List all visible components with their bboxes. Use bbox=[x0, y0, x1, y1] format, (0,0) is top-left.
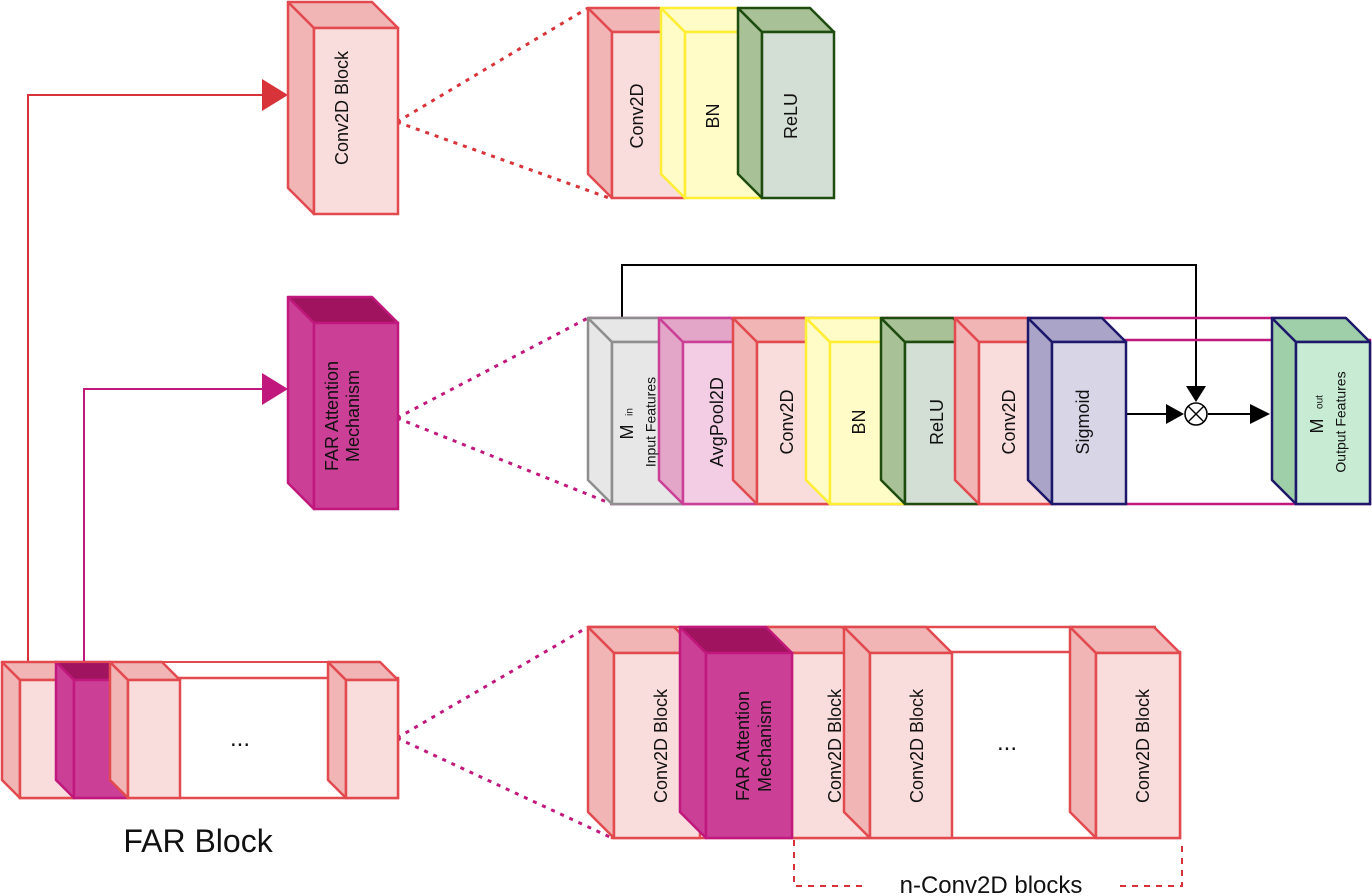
zoom-line-block-bottom bbox=[396, 736, 613, 840]
output-features-layer bbox=[1270, 316, 1372, 506]
zoom-relu-layer bbox=[736, 6, 836, 200]
n-conv-blocks-label: n-Conv2D blocks bbox=[900, 872, 1083, 896]
box-side-face bbox=[586, 316, 614, 506]
far-attention-unit bbox=[286, 295, 400, 511]
box-side-face bbox=[659, 6, 687, 200]
far-link-line bbox=[83, 388, 262, 662]
box-side-face bbox=[1026, 316, 1054, 506]
far-block-zoom bbox=[586, 625, 1183, 887]
zoom-line-conv-bottom bbox=[396, 120, 613, 201]
box-front-face bbox=[312, 26, 400, 216]
zoom-relu-label: ReLU bbox=[781, 93, 801, 139]
conv-link-arrowhead bbox=[262, 79, 288, 111]
box-front-face bbox=[126, 678, 182, 800]
box-side-face bbox=[0, 660, 22, 800]
box-front-face bbox=[760, 30, 836, 200]
skip-connection-arrowhead bbox=[1186, 386, 1206, 402]
box-front-face bbox=[312, 321, 400, 511]
input-m-subscript: in bbox=[625, 408, 636, 416]
box-side-face bbox=[1068, 625, 1098, 840]
far-block-conv-last bbox=[326, 660, 400, 800]
zoom-far-attention-label-line1: FAR Attention bbox=[733, 691, 753, 801]
zoom-line-far-bottom bbox=[396, 416, 613, 506]
n-conv-bracket-right bbox=[1120, 840, 1183, 887]
far-block-title: FAR Block bbox=[123, 823, 273, 859]
box-side-face bbox=[953, 316, 981, 506]
box-side-face bbox=[326, 660, 348, 800]
box-side-face bbox=[678, 625, 708, 840]
box-front-face bbox=[1294, 340, 1372, 506]
zoom-conv2d-label: Conv2D bbox=[627, 83, 647, 148]
output-features-label: Output Features bbox=[1333, 371, 1349, 472]
attn-sigmoid-layer bbox=[1026, 316, 1128, 506]
output-m-subscript: out bbox=[1315, 395, 1326, 409]
zoom-line-far-top bbox=[396, 316, 589, 420]
conv2d-block-box bbox=[286, 0, 400, 216]
box-side-face bbox=[804, 316, 832, 506]
zoom-conv2d-block-4 bbox=[1068, 625, 1182, 840]
zoom-line-block-top bbox=[396, 625, 589, 740]
far-attention-zoom bbox=[586, 316, 1372, 506]
zoom-ellipsis: ... bbox=[997, 729, 1017, 756]
box-side-face bbox=[108, 660, 130, 800]
sigmoid-to-multiply-arrowhead bbox=[1166, 404, 1184, 424]
attn-sigmoid-label: Sigmoid bbox=[1073, 389, 1093, 454]
attn-bn-label: BN bbox=[849, 409, 869, 434]
conv2d-block-zoom bbox=[586, 6, 836, 200]
zoom-far-attention-label-line2: Mechanism bbox=[755, 700, 775, 792]
box-side-face bbox=[286, 0, 316, 216]
box-front-face bbox=[1094, 651, 1182, 840]
box-side-face bbox=[586, 6, 614, 200]
zoom-conv2d-block-4-label: Conv2D Block bbox=[1133, 688, 1153, 803]
far-attention-label-line2: Mechanism bbox=[343, 370, 363, 462]
zoom-conv2d-block-3 bbox=[842, 625, 954, 840]
conv-link-line bbox=[27, 94, 262, 662]
input-m-label: M bbox=[617, 425, 637, 440]
zoom-line-conv-top bbox=[396, 6, 589, 124]
n-conv-bracket-left bbox=[793, 840, 862, 887]
box-side-face bbox=[879, 316, 907, 506]
box-side-face bbox=[657, 316, 685, 506]
box-front-face bbox=[1050, 340, 1128, 506]
far-attention-box bbox=[286, 295, 400, 511]
zoom-conv2d-block-2-label: Conv2D Block bbox=[825, 688, 845, 803]
box-side-face bbox=[736, 6, 764, 200]
box-side-face bbox=[731, 316, 759, 506]
multiply-cross-b bbox=[1187, 405, 1205, 423]
output-m-label: M bbox=[1307, 419, 1327, 434]
avgpool2d-label: AvgPool2D bbox=[707, 377, 727, 467]
box-front-face bbox=[344, 678, 400, 800]
far-block-conv-2 bbox=[108, 660, 182, 800]
attn-conv2d-label-2: Conv2D bbox=[999, 389, 1019, 454]
box-side-face bbox=[54, 660, 76, 800]
box-side-face bbox=[586, 625, 616, 840]
input-features-label: Input Features bbox=[643, 377, 659, 467]
box-side-face bbox=[286, 295, 316, 511]
attn-conv2d-label-1: Conv2D bbox=[777, 389, 797, 454]
conv2d-block-unit bbox=[286, 0, 400, 216]
box-front-face bbox=[868, 651, 954, 840]
zoom-conv2d-block-3-label: Conv2D Block bbox=[907, 688, 927, 803]
far-block-ellipsis: ... bbox=[230, 725, 250, 752]
far-block-unit bbox=[0, 660, 400, 800]
zoom-conv2d-block-1-label: Conv2D Block bbox=[651, 688, 671, 803]
far-attention-label-line1: FAR Attention bbox=[322, 361, 342, 471]
zoom-bn-label: BN bbox=[703, 103, 723, 128]
zoom-far-attention bbox=[678, 625, 794, 840]
connectors bbox=[27, 6, 1270, 840]
conv2d-block-label: Conv2D Block bbox=[332, 50, 352, 165]
box-side-face bbox=[1270, 316, 1298, 506]
attn-relu-label: ReLU bbox=[927, 399, 947, 445]
box-front-face bbox=[704, 651, 794, 840]
multiply-to-output-arrowhead bbox=[1250, 404, 1270, 424]
skip-connection-line bbox=[621, 264, 1197, 386]
box-side-face bbox=[842, 625, 872, 840]
far-link-arrowhead bbox=[262, 373, 288, 405]
